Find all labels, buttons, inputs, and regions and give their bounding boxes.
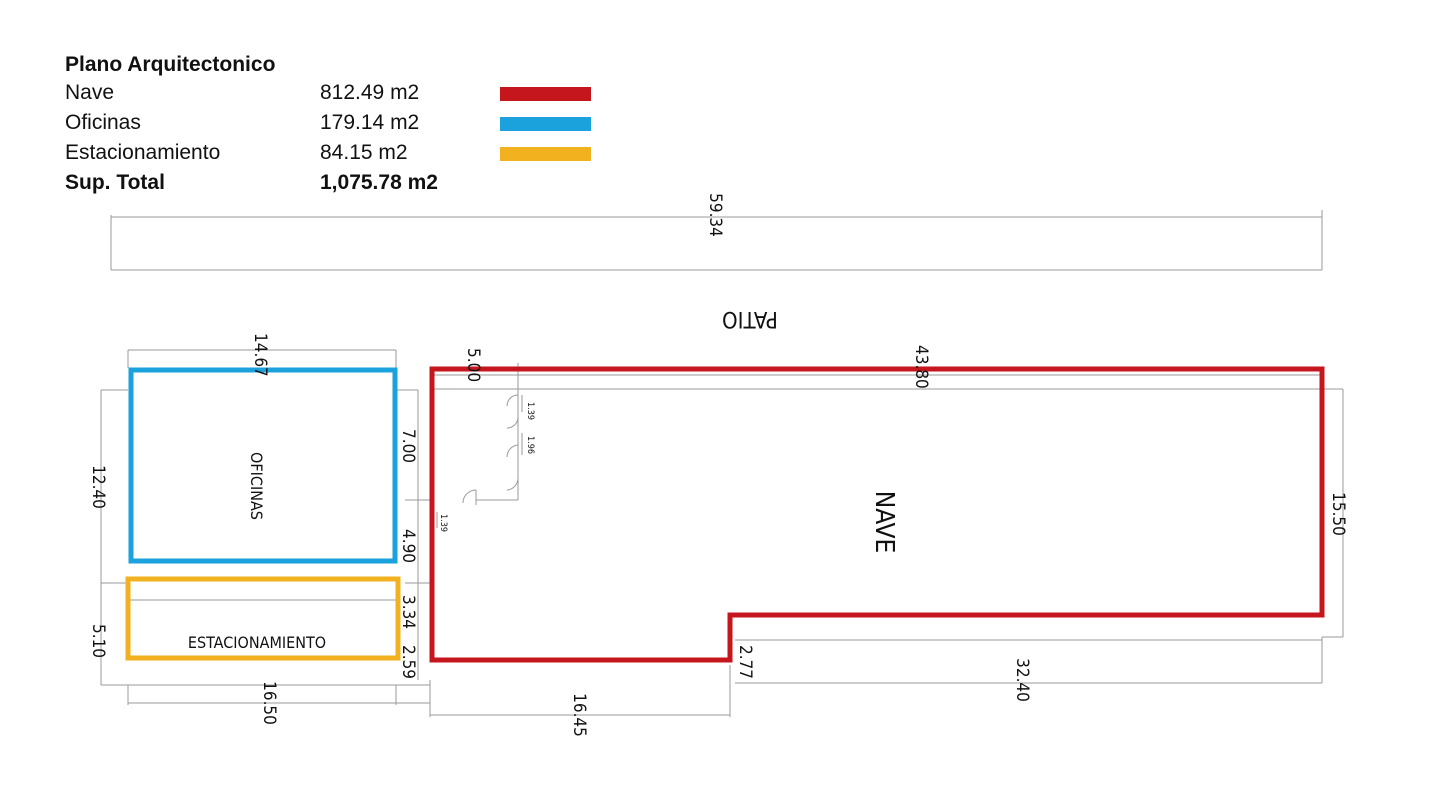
dim-offset-mid: 4.90 <box>398 529 418 563</box>
legend-row-total: Sup. Total 1,075.78 m2 <box>65 168 438 198</box>
legend-title: Plano Arquitectonico <box>65 53 276 76</box>
legend-name: Estacionamiento <box>65 141 221 164</box>
legend-swatch <box>500 117 591 131</box>
dim-nave-right-width: 32.40 <box>1012 658 1032 702</box>
legend-swatch <box>500 87 591 101</box>
nave-label: NAVE <box>869 491 899 554</box>
dim-oficinas-width: 14.67 <box>250 333 270 377</box>
door-symbols: 1.39 1.96 1.39 <box>436 363 535 532</box>
dim-nave-bottom-width: 16.45 <box>569 693 589 737</box>
dim-nave-left-offset: 5.00 <box>463 348 483 382</box>
legend-total-value: 1,075.78 m2 <box>320 171 438 194</box>
dim-overall-width: 59.34 <box>705 193 725 237</box>
legend: Plano Arquitectonico Nave 812.49 m2 Ofic… <box>65 52 591 198</box>
estacionamiento-outline <box>125 576 401 661</box>
dim-estacionamiento-depth: 5.10 <box>88 624 108 658</box>
legend-value: 812.49 m2 <box>320 81 420 104</box>
oficinas-outline <box>128 367 398 564</box>
dim-nave-top-width: 43.80 <box>911 345 931 389</box>
patio-label: PATIO <box>722 306 778 331</box>
nave-outline <box>429 366 1325 663</box>
dimension-labels: 14.67 5.00 43.80 12.40 7.00 4.90 3.34 2.… <box>88 333 1348 737</box>
oficinas-label: OFICINAS <box>247 452 266 520</box>
dimension-overall: 59.34 <box>110 193 1323 271</box>
legend-name: Oficinas <box>65 111 141 134</box>
building-lines <box>100 349 1344 717</box>
legend-row-estacionamiento: Estacionamiento 84.15 m2 <box>65 138 591 168</box>
legend-value: 84.15 m2 <box>320 141 408 164</box>
legend-row-nave: Nave 812.49 m2 <box>65 78 591 108</box>
legend-row-oficinas: Oficinas 179.14 m2 <box>65 108 591 138</box>
dim-door-a: 1.39 <box>525 402 535 420</box>
dim-oficinas-depth: 12.40 <box>88 465 108 509</box>
legend-value: 179.14 m2 <box>320 111 420 134</box>
dim-estacionamiento-width: 16.50 <box>259 681 279 725</box>
dim-nave-step: 2.77 <box>735 645 755 679</box>
dim-door-b: 1.96 <box>525 436 535 454</box>
legend-total-name: Sup. Total <box>65 171 165 194</box>
dim-nave-depth: 15.50 <box>1328 492 1348 536</box>
dim-offset-low: 3.34 <box>398 595 418 629</box>
dim-offset-bottom: 2.59 <box>398 645 418 679</box>
estacionamiento-label: ESTACIONAMIENTO <box>188 633 326 652</box>
dim-door-c: 1.39 <box>438 514 448 532</box>
legend-swatch <box>500 147 591 161</box>
legend-name: Nave <box>65 81 115 104</box>
dim-offset-upper: 7.00 <box>398 429 418 463</box>
